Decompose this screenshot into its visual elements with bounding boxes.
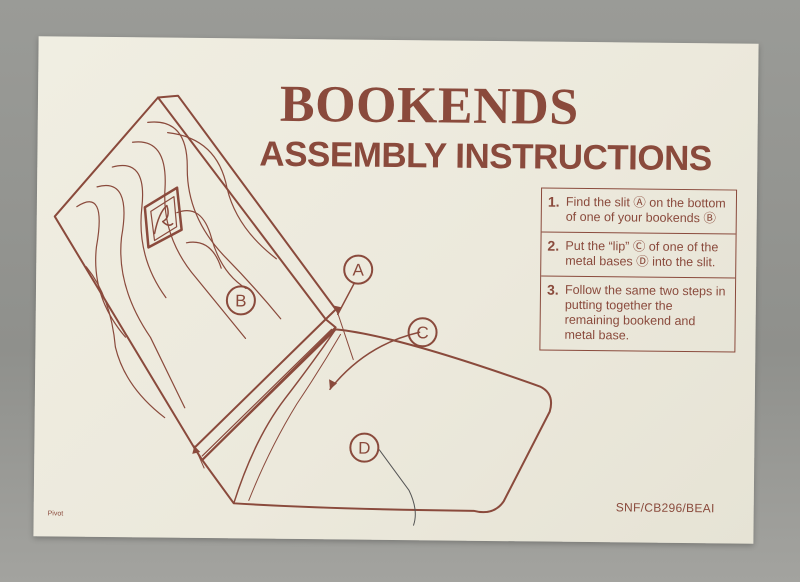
printer-mark: Pivot (47, 510, 64, 518)
metal-base (201, 328, 553, 514)
step-text: Put the “lip” Ⓒ of one of the metal base… (565, 238, 719, 270)
base-lip-curve (233, 328, 337, 505)
step-number: 2. (547, 237, 560, 254)
bookend-illustration: A B C D (53, 94, 553, 526)
emblem-inner (150, 196, 178, 242)
arrowheads (192, 305, 342, 454)
page-subtitle: ASSEMBLY INSTRUCTIONS (259, 134, 712, 179)
step-2: 2. Put the “lip” Ⓒ of one of the metal b… (541, 231, 736, 278)
board-bottom-edge (193, 318, 337, 461)
pegasus-icon (153, 204, 174, 235)
label-c: C (416, 323, 428, 342)
label-b: B (235, 291, 247, 310)
pen-scribble (378, 449, 416, 526)
slit-line (201, 328, 333, 457)
step-number: 3. (546, 281, 559, 298)
label-a: A (352, 261, 364, 280)
pointer-slit (335, 306, 354, 361)
label-circles (225, 254, 438, 463)
instruction-card: A B C D BOOKENDS ASSEMBLY INSTRUCTIONS 1… (33, 36, 759, 544)
product-code: SNF/CB296/BEAI (615, 500, 715, 516)
step-number: 1. (547, 193, 560, 210)
step-text: Follow the same two steps in putting tog… (564, 282, 726, 343)
step-3: 3. Follow the same two steps in putting … (540, 275, 736, 352)
page-title: BOOKENDS (279, 75, 579, 136)
label-d: D (358, 439, 370, 458)
base-lip-curve-inner (248, 333, 342, 501)
emblem-frame (143, 186, 183, 249)
board-face (53, 96, 327, 449)
steps-box: 1. Find the slit Ⓐ on the bottom of one … (539, 187, 738, 353)
step-1: 1. Find the slit Ⓐ on the bottom of one … (542, 189, 736, 234)
wood-grain (76, 121, 282, 419)
pointer-c (329, 331, 421, 391)
step-text: Find the slit Ⓐ on the bottom of one of … (565, 194, 726, 226)
